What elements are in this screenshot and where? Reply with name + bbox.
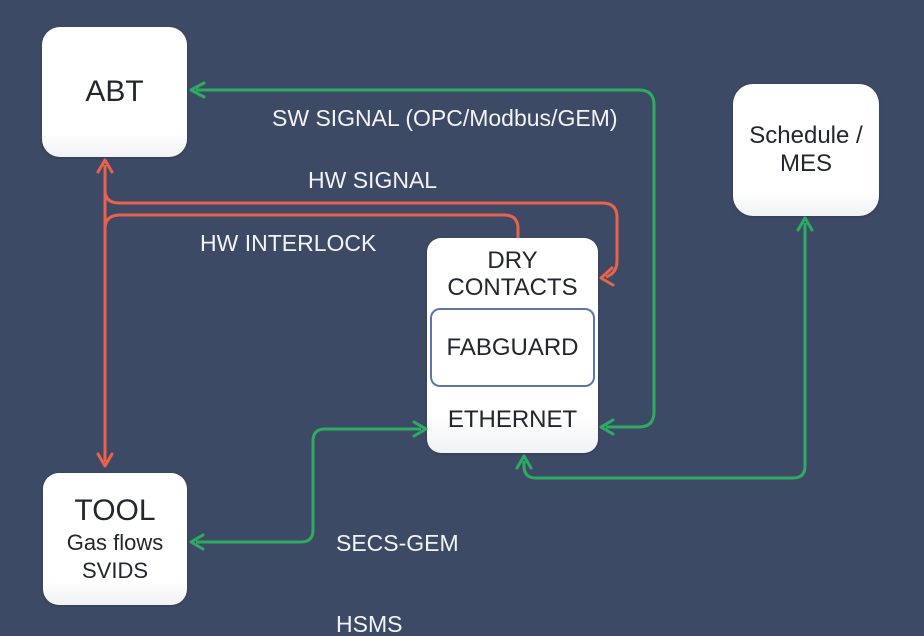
arrowhead-into-tool [189,533,205,551]
node-schedule-mes: Schedule / MES [733,84,879,216]
edge-label-hw-signal: HW SIGNAL [308,167,438,193]
node-tool: TOOL Gas flows SVIDS [43,473,187,605]
node-fabguard-stack: DRY CONTACTS FABGUARD ETHERNET [427,238,598,453]
fabguard-label: FABGUARD [446,333,579,361]
arrowhead-into-abt [189,81,206,99]
arrowhead-into-ethernet-bottom [515,454,533,470]
ethernet-label: ETHERNET [447,406,578,433]
node-dry-contacts: DRY CONTACTS [447,238,577,308]
node-schedule-line2: MES [779,150,832,177]
edge-label-secs-gem-line1: SECS-GEM [336,530,459,556]
arrowhead-into-ethernet-left [412,420,428,438]
edge-label-secs-gem-line2: HSMS [336,611,403,636]
edge-abt-tool [96,158,114,468]
arrowhead-into-tool-top [96,452,114,468]
dry-contacts-line1: DRY [487,247,538,274]
arrowhead-into-schedule [796,216,814,232]
node-abt: ABT [42,27,187,157]
node-abt-label: ABT [85,75,144,108]
arrowhead-into-ethernet-right [599,418,615,436]
edge-label-sw-signal: SW SIGNAL (OPC/Modbus/GEM) [272,105,618,131]
arrowhead-into-dry-contacts [599,266,615,287]
dry-contacts-line2: CONTACTS [447,274,578,301]
node-ethernet: ETHERNET [448,387,577,453]
node-tool-title: TOOL [74,494,156,527]
arrowhead-into-abt-bottom [96,158,114,174]
node-tool-line3: SVIDS [81,558,149,583]
edge-label-hw-interlock: HW INTERLOCK [200,230,377,256]
node-fabguard: FABGUARD [430,308,595,387]
node-tool-line2: Gas flows [66,530,164,555]
node-schedule-line1: Schedule / [749,122,863,149]
edge-label-secs-gem: SECS-GEM HSMS [336,476,459,636]
